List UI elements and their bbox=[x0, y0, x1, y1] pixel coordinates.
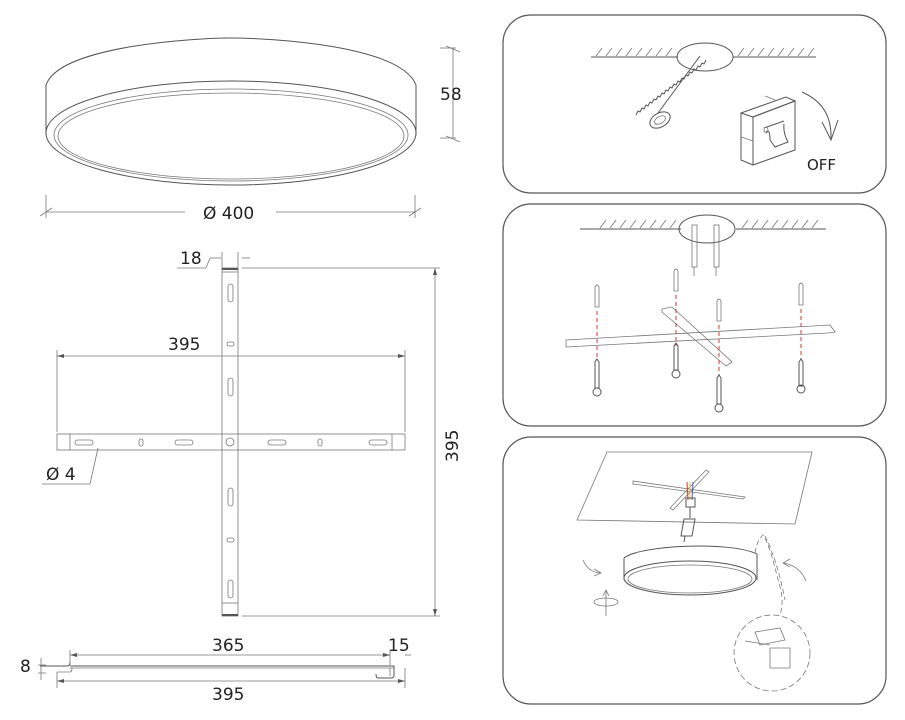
step-2-panel bbox=[502, 203, 887, 427]
cross-bracket-drawing bbox=[56, 267, 406, 617]
wires-icon bbox=[691, 224, 720, 276]
diameter-label: Ø 400 bbox=[203, 204, 254, 224]
driver-box-icon bbox=[680, 507, 696, 543]
height-label: 58 bbox=[440, 85, 462, 105]
step-3-panel bbox=[502, 436, 887, 705]
profile-inner-dimension: 365 15 bbox=[69, 636, 411, 665]
wall-anchors-icon bbox=[594, 268, 804, 322]
bracket-horizontal-dimension: 395 bbox=[56, 335, 406, 432]
screws-icon bbox=[592, 342, 806, 413]
light-switch-icon bbox=[740, 95, 797, 166]
bracket-width-label: 18 bbox=[180, 249, 202, 269]
ceiling-hatch bbox=[580, 214, 826, 244]
profile-inner-label: 365 bbox=[212, 636, 244, 656]
bracket-width-dimension: 18 bbox=[177, 249, 250, 269]
guide-lines bbox=[596, 295, 802, 376]
profile-total-dimension: 395 bbox=[56, 668, 406, 705]
bracket-horizontal-label: 395 bbox=[168, 335, 200, 355]
profile-depth-dimension: 8 bbox=[20, 657, 46, 680]
saw-icon bbox=[635, 55, 707, 129]
rotation-arrows-icon bbox=[582, 558, 807, 616]
height-dimension: 58 bbox=[440, 45, 462, 143]
fixture-drawing bbox=[623, 545, 758, 596]
bracket-side-profile bbox=[40, 661, 395, 679]
ceiling-hatch bbox=[591, 42, 816, 72]
profile-hook-label: 15 bbox=[388, 636, 410, 656]
hole-diameter-label: Ø 4 bbox=[46, 465, 76, 485]
diameter-dimension: Ø 400 bbox=[39, 195, 422, 224]
detail-callout bbox=[733, 534, 811, 692]
bracket-vertical-label: 395 bbox=[443, 430, 463, 462]
step-1-panel: OFF bbox=[502, 14, 887, 194]
rotate-arrow-icon bbox=[801, 91, 839, 142]
mounting-bracket-icon bbox=[565, 306, 836, 367]
fixture-elevation-drawing bbox=[45, 37, 417, 186]
profile-depth-label: 8 bbox=[20, 657, 31, 677]
profile-total-label: 395 bbox=[212, 685, 244, 705]
off-label: OFF bbox=[807, 156, 836, 174]
bracket-vertical-dimension: 395 bbox=[242, 267, 463, 617]
hole-diameter-callout: Ø 4 bbox=[42, 447, 99, 485]
